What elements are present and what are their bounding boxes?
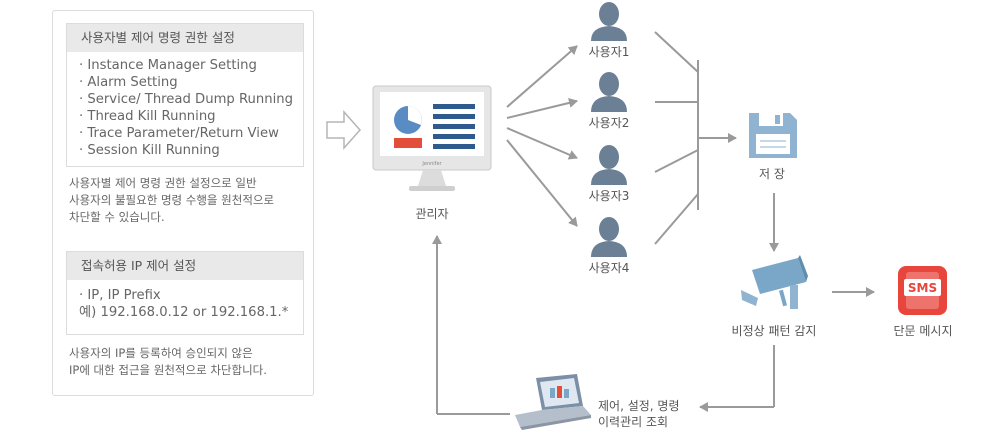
list-item: · Thread Kill Running [79,109,216,124]
sms-label: 단문 메시지 [893,324,953,338]
save-icon [749,113,797,158]
pattern-detection-label: 비정상 패턴 감지 [731,324,817,338]
list-item: · Trace Parameter/Return View [79,126,279,141]
ip-control-header: 접속허용 IP 제어 설정 [67,252,303,280]
ip-control-box: 접속허용 IP 제어 설정 · IP, IP Prefix 예) 192.168… [66,251,304,335]
list-item: · Session Kill Running [79,143,220,158]
monitor-brand: Jennifer [421,161,442,167]
user-icon [591,72,627,112]
user1-label: 사용자1 [588,45,630,59]
ip-control-list: · IP, IP Prefix 예) 192.168.0.12 or 192.1… [67,280,303,321]
command-permission-header: 사용자별 제어 명령 권한 설정 [67,24,303,52]
sms-badge-text: SMS [908,281,937,295]
info-panel: 사용자별 제어 명령 권한 설정 · Instance Manager Sett… [52,10,314,396]
list-item: · Service/ Thread Dump Running [79,92,294,107]
arrow-to-user4 [506,139,578,227]
user-icon [591,217,627,257]
command-permission-list: · Instance Manager Setting · Alarm Setti… [67,52,303,159]
arrow-to-user2 [506,98,578,119]
cctv-camera-icon [741,255,808,309]
list-item: 예) 192.168.0.12 or 192.168.1.* [79,305,289,320]
user-icon [591,2,627,41]
user2-label: 사용자2 [588,116,630,130]
arrow-to-user3 [506,127,578,160]
list-item: · Alarm Setting [79,75,178,90]
command-permission-description: 사용자별 제어 명령 권한 설정으로 일반 사용자의 불필요한 명령 수행을 원… [69,176,275,224]
admin-label: 관리자 [415,207,449,221]
user4-label: 사용자4 [588,261,630,275]
arrow-to-user1 [506,45,578,108]
list-item: · IP, IP Prefix [79,288,161,303]
user-icon [591,145,627,185]
command-permission-box: 사용자별 제어 명령 권한 설정 · Instance Manager Sett… [66,23,304,167]
user3-label: 사용자3 [588,189,630,203]
history-label: 제어, 설정, 명령 이력관리 조회 [598,399,680,429]
storage-label: 저 장 [759,167,785,181]
admin-monitor-icon: Jennifer [372,85,492,191]
ip-control-description: 사용자의 IP를 등록하여 승인되지 않은 IP에 대한 접근을 원천적으로 차… [69,346,267,377]
sms-icon: SMS [898,266,947,315]
laptop-icon [515,374,591,430]
hollow-arrow-icon [326,110,362,150]
list-item: · Instance Manager Setting [79,58,257,73]
